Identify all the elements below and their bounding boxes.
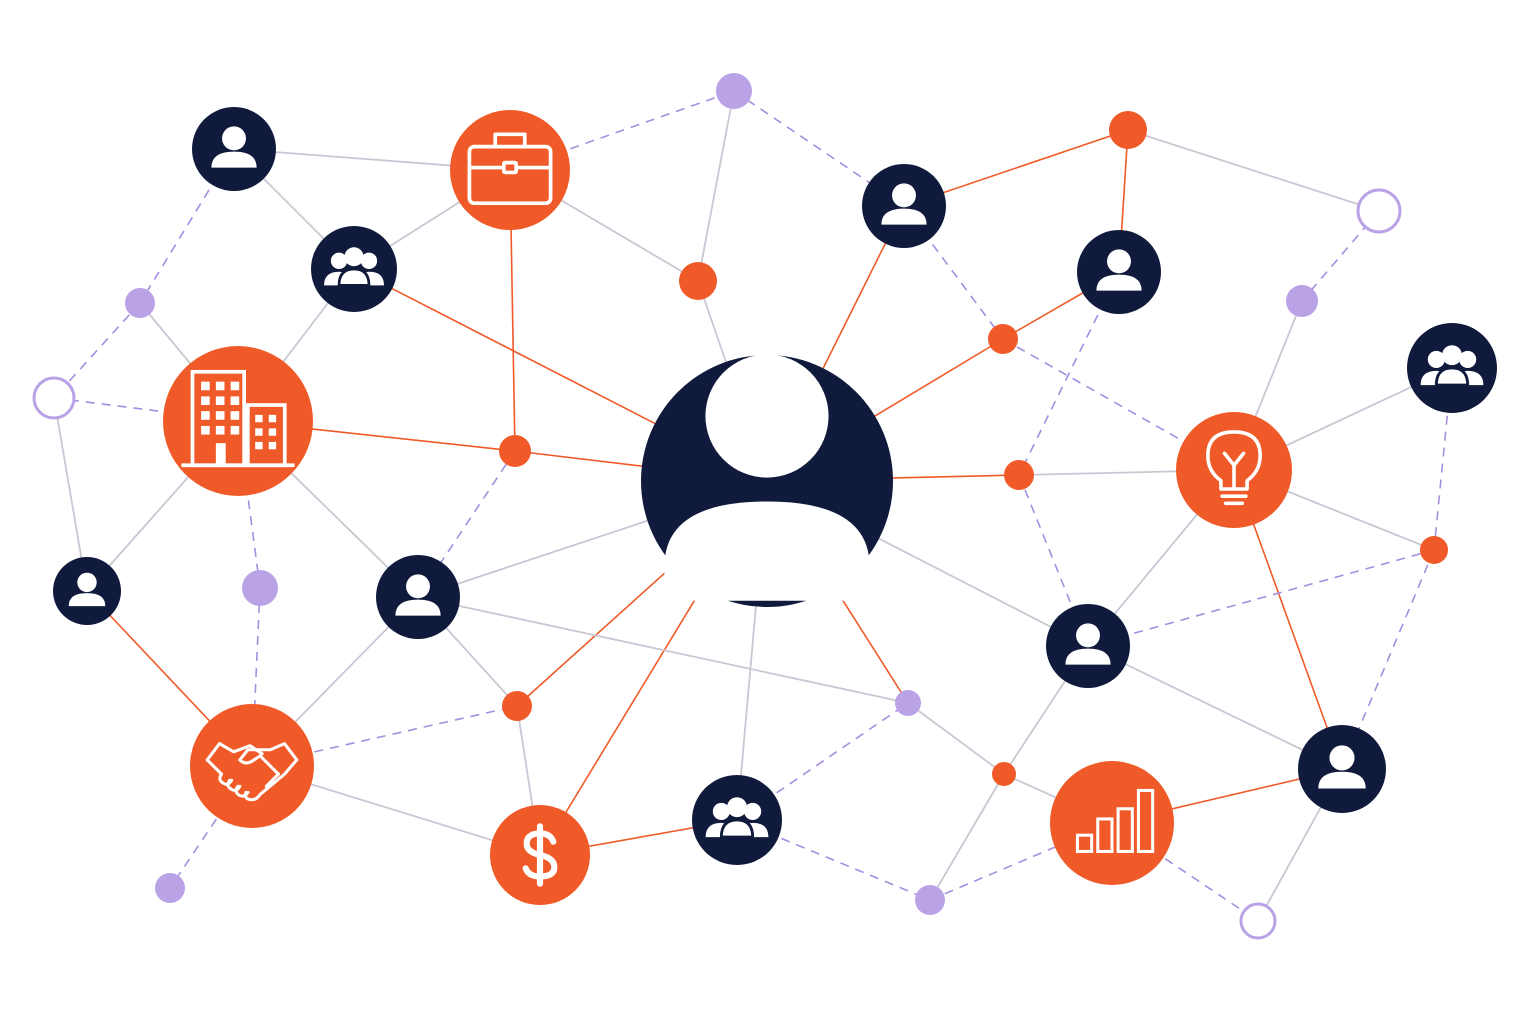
node-dot-p5 [895, 690, 921, 716]
edge-dot-p5-to-dot-o7 [907, 702, 1005, 775]
nodes-layer [32, 73, 1497, 940]
node-ring-left [32, 376, 76, 420]
node-dot-o7 [992, 762, 1016, 786]
node-dot-p6 [915, 885, 945, 915]
edge-dot-o4-to-ring-top-right [1127, 129, 1380, 212]
edge-group-far-right-to-dot-o8 [1433, 367, 1453, 551]
edge-person-top-right-to-dot-o5 [903, 205, 1004, 340]
node-dot-o5 [988, 324, 1018, 354]
node-dot-o4 [1109, 111, 1147, 149]
node-dot-p2-circle [716, 73, 752, 109]
node-dot-p1 [125, 288, 155, 318]
node-dot-o7-circle [992, 762, 1016, 786]
node-dot-o1-circle [679, 262, 717, 300]
edge-dot-p1-to-ring-left [53, 302, 141, 399]
node-person-bottom-right [1298, 725, 1386, 813]
node-group-far-right [1407, 323, 1497, 413]
node-dot-p7-circle [1286, 285, 1318, 317]
node-dot-p4-circle [155, 873, 185, 903]
node-person-right-upper [1077, 230, 1161, 314]
edge-building-to-dot-p3 [237, 420, 261, 589]
node-dot-o2 [499, 435, 531, 467]
node-dot-o3-circle [502, 691, 532, 721]
node-person-mid-right [1046, 604, 1130, 688]
node-dot-p5-circle [895, 690, 921, 716]
node-hub [641, 354, 893, 607]
edge-handshake-to-dot-o3 [251, 705, 518, 767]
node-ring-bottom-right-circle [1239, 902, 1277, 940]
node-dot-o3 [502, 691, 532, 721]
node-handshake [190, 704, 314, 828]
node-dot-p4 [155, 873, 185, 903]
edge-person-mid-right-to-dot-o8 [1087, 549, 1435, 647]
edge-chart-to-ring-bottom-right [1111, 822, 1259, 922]
edge-person-mid-right-to-person-bottom-right [1087, 645, 1343, 770]
node-person-top-left [192, 107, 276, 191]
node-building-circle [163, 346, 313, 496]
node-handshake-circle [190, 704, 314, 828]
node-dot-p3-circle [242, 570, 278, 606]
node-person-mid-left [376, 555, 460, 639]
node-ring-top-right [1356, 188, 1402, 234]
node-chart [1050, 761, 1174, 885]
node-group-upper-left [311, 226, 397, 312]
node-dot-o8 [1420, 536, 1448, 564]
edge-dot-p2-to-dot-o1 [697, 90, 735, 282]
node-group-bottom [692, 775, 782, 865]
node-dot-p2 [716, 73, 752, 109]
node-dot-o1 [679, 262, 717, 300]
edge-person-top-left-to-dot-p1 [139, 148, 235, 304]
node-person-left [53, 557, 121, 625]
node-ring-bottom-right [1239, 902, 1277, 940]
edge-dot-p5-to-person-mid-left [417, 596, 909, 704]
node-ring-left-circle [32, 376, 76, 420]
node-briefcase-circle [450, 110, 570, 230]
node-dot-p7 [1286, 285, 1318, 317]
node-ring-top-right-circle [1356, 188, 1402, 234]
node-building [163, 346, 313, 496]
node-lightbulb [1176, 412, 1292, 528]
node-dot-p3 [242, 570, 278, 606]
edge-dot-p2-to-person-top-right [733, 90, 905, 207]
node-dot-o6-circle [1004, 460, 1034, 490]
node-dollar [490, 805, 590, 905]
edge-dot-o5-to-lightbulb [1002, 338, 1235, 471]
node-dot-o8-circle [1420, 536, 1448, 564]
edge-dot-o7-to-dot-p6 [929, 773, 1005, 901]
node-dot-o5-circle [988, 324, 1018, 354]
node-dot-o2-circle [499, 435, 531, 467]
node-dot-o4-circle [1109, 111, 1147, 149]
node-person-top-right [862, 164, 946, 248]
node-dot-p6-circle [915, 885, 945, 915]
node-dot-p1-circle [125, 288, 155, 318]
node-briefcase [450, 110, 570, 230]
node-dot-o6 [1004, 460, 1034, 490]
